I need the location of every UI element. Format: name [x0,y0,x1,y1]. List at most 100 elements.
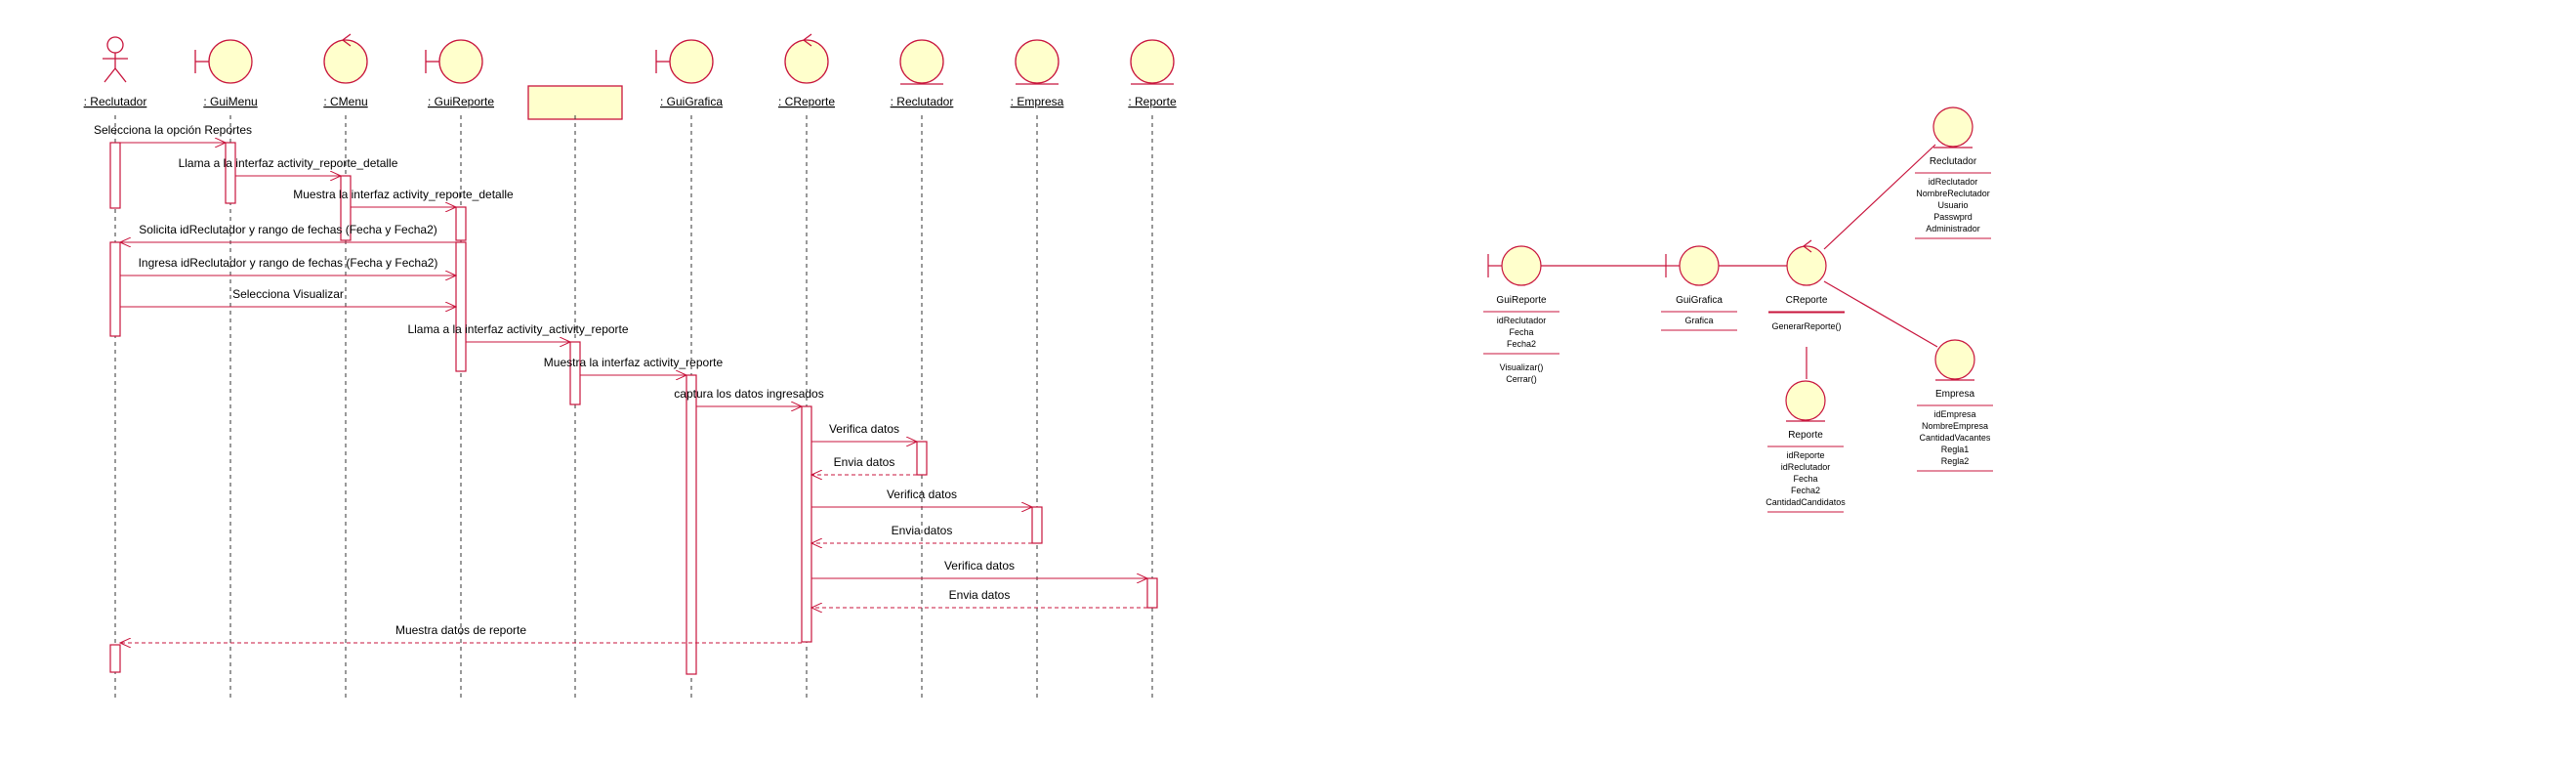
control-icon [784,33,829,84]
participant-label: : GuiReporte [428,95,494,108]
actor-left-leg [104,67,116,83]
entity-circle [1785,380,1826,421]
participant-p0: : Reclutador [84,36,146,699]
participant-p8: : Empresa [1011,39,1064,699]
activation-bar [109,142,121,209]
class-reporte: ReporteidReporteidReclutadorFechaFecha2C… [1766,380,1846,513]
message-12: Envia datos [811,524,1032,543]
message-label: Muestra datos de reporte [395,623,526,637]
class-name: Reclutador [1930,156,1977,167]
control-icon [1786,239,1827,286]
class-attribute: idEmpresa [1933,409,1975,419]
association-creporte-reclutador [1823,144,1936,250]
activation-bar [225,142,236,204]
activation-bar [455,206,467,241]
message-5: Selecciona Visualizar [120,287,456,307]
participant-p9: : Reporte [1128,39,1177,699]
message-label: Muestra la interfaz activity_reporte_det… [293,188,514,201]
control-circle [784,39,829,84]
message-label: Envia datos [834,455,895,469]
message-13: Verifica datos [811,559,1147,578]
control-circle [323,39,368,84]
message-label: Llama a la interfaz activity_reporte_det… [179,156,398,170]
entity-circle [899,39,944,84]
entity-icon [1934,339,1975,381]
boundary-circle [208,39,253,84]
class-attribute: Fecha [1509,327,1533,337]
entity-icon [899,39,944,85]
control-arrowhead [341,33,352,47]
participant-p7: : Reclutador [891,39,954,699]
message-7: Muestra la interfaz activity_reporte [544,356,724,375]
message-label: Selecciona Visualizar [232,287,344,301]
message-label: Muestra la interfaz activity_reporte [544,356,724,369]
boundary-circle [669,39,714,84]
class-name: GuiReporte [1496,295,1547,306]
boundary-icon [655,39,714,84]
control-icon [323,33,368,84]
class-reclutador: ReclutadoridReclutadorNombreReclutadorUs… [1915,106,1991,239]
activation-bar [801,405,812,643]
class-attribute: idReporte [1786,450,1824,460]
activation-bar [109,644,121,673]
activation-bar [1146,577,1158,609]
entity-circle [1015,39,1059,84]
activation-bar [916,441,928,476]
activation-bar [455,241,467,372]
message-label: Solicita idReclutador y rango de fechas … [139,223,437,236]
class-name: CReporte [1786,295,1828,306]
participant-label: : GuiMenu [203,95,257,108]
association-lines [1541,144,1938,379]
participant-label: : Reclutador [891,95,954,108]
class-operation: Cerrar() [1506,374,1537,384]
message-label: Envia datos [949,588,1011,602]
participant-p4 [527,85,623,699]
class-attribute: CantidadVacantes [1920,433,1991,443]
class-attribute: idReclutador [1781,462,1831,472]
message-2: Muestra la interfaz activity_reporte_det… [293,188,514,207]
collaboration-diagram: GuiReporteidReclutadorFechaFecha2Visuali… [1483,106,1993,513]
class-attribute: Fecha2 [1791,486,1820,495]
message-label: Selecciona la opción Reportes [94,123,252,137]
class-attribute: Passwprd [1933,212,1973,222]
message-label: Verifica datos [887,488,957,501]
actor-icon [103,36,128,83]
message-9: Verifica datos [811,422,917,442]
participant-p1: : GuiMenu [194,39,258,699]
participant-label: : CReporte [778,95,835,108]
message-label: Ingresa idReclutador y rango de fechas (… [139,256,438,270]
class-attribute: Grafica [1684,316,1713,325]
class-empresa: EmpresaidEmpresaNombreEmpresaCantidadVac… [1917,339,1993,472]
entity-circle [1932,106,1974,148]
class-name: GuiGrafica [1676,295,1723,306]
control-arrowhead [1803,239,1812,253]
class-attribute: Usuario [1937,200,1968,210]
association-creporte-empresa [1823,280,1938,348]
class-attribute: idReclutador [1497,316,1547,325]
participant-label: : CMenu [323,95,367,108]
boundary-icon [1487,245,1542,286]
message-label: Verifica datos [944,559,1015,573]
boundary-circle [438,39,483,84]
class-attribute: Regla2 [1941,456,1970,466]
class-attribute: Administrador [1926,224,1980,233]
object-box-icon [527,85,623,120]
class-attribute: idReclutador [1929,177,1978,187]
message-15: Muestra datos de reporte [120,623,802,643]
sequence-diagram: : Reclutador : GuiMenu : CMenu : GuiReporte… [84,33,1177,699]
class-name: Reporte [1788,430,1823,441]
class-attribute: Fecha [1793,474,1817,484]
message-1: Llama a la interfaz activity_reporte_det… [179,156,398,176]
message-label: Llama a la interfaz activity_activity_re… [407,322,628,336]
message-label: Verifica datos [829,422,899,436]
participant-p3: : GuiReporte [425,39,494,699]
message-8: captura los datos ingresados [674,387,824,406]
control-circle [1786,245,1827,286]
message-3: Solicita idReclutador y rango de fechas … [120,223,456,242]
entity-circle [1934,339,1975,380]
participant-label: : GuiGrafica [660,95,723,108]
boundary-icon [194,39,253,84]
